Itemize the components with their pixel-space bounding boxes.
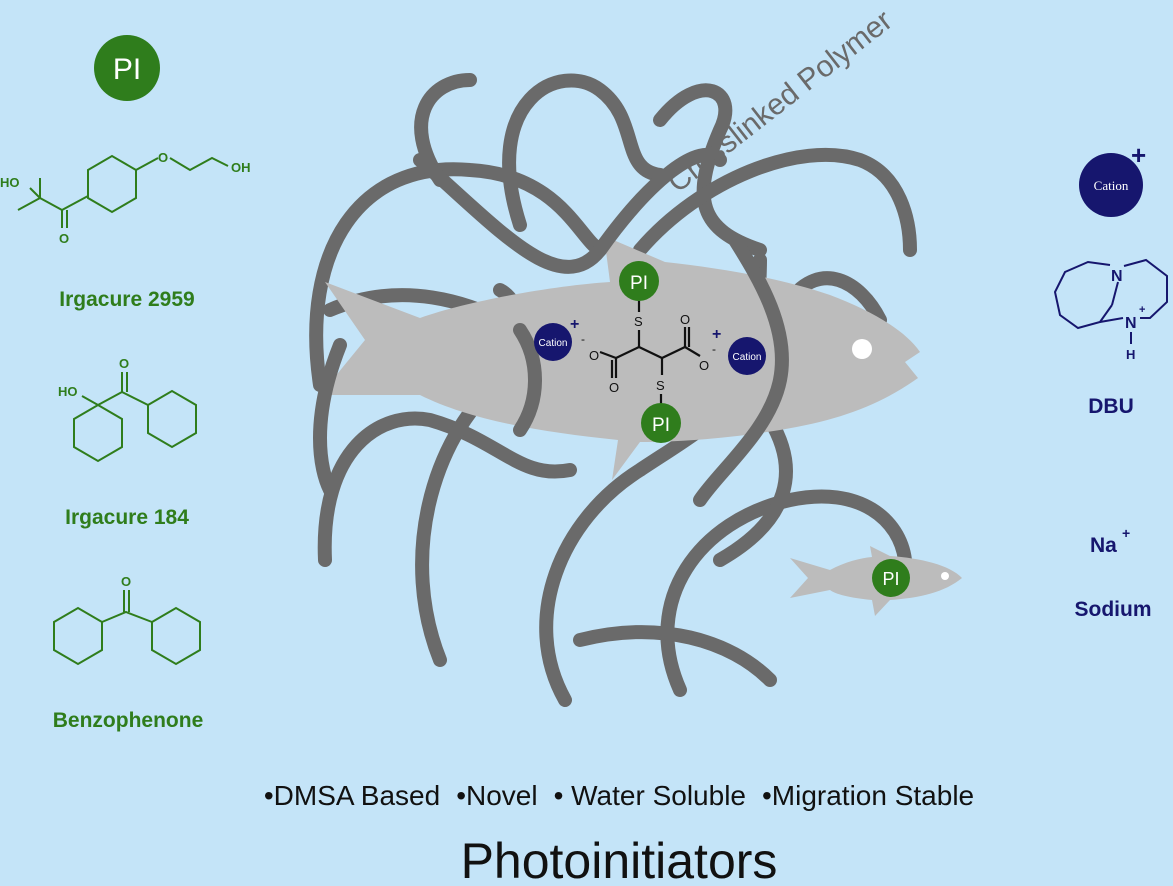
dbu-structure: N N + H <box>1053 258 1168 362</box>
atom-o: O <box>121 574 131 589</box>
bullet-dmsa-based: •DMSA Based <box>264 780 440 811</box>
dmsa-molecule: PI S S O - O O O - PI Cation + Cation + <box>534 261 766 443</box>
atom-s: S <box>656 378 665 393</box>
fish-eye <box>941 572 949 580</box>
pi-badge-label: PI <box>113 53 141 86</box>
benzophenone-structure: O <box>53 574 201 666</box>
polymer-front-strands <box>313 148 789 507</box>
atom-o: O <box>59 231 69 246</box>
compound-label-benzophenone: Benzophenone <box>53 709 204 732</box>
cation-left-label: Cation <box>539 338 568 349</box>
compound-label-irgacure-184: Irgacure 184 <box>65 506 189 529</box>
bullet-migration-stable: •Migration Stable <box>762 780 974 811</box>
charge-plus: + <box>712 326 721 343</box>
cation-badge <box>1079 153 1143 217</box>
atom-n: N <box>1111 268 1123 285</box>
charge-plus: + <box>570 316 579 333</box>
right-panel: Cation + N N + H DBU Na + Sodium <box>1053 140 1168 621</box>
crosslinked-polymer-label: Crosslinked Polymer <box>661 4 898 199</box>
small-fish-pi-circle <box>872 559 910 597</box>
irgacure-184-structure: HO O <box>58 356 197 463</box>
small-fish: PI <box>790 546 962 616</box>
cation-left <box>534 323 572 361</box>
pi-bottom-circle <box>641 403 681 443</box>
cation-right <box>728 337 766 375</box>
sodium-symbol: Na <box>1090 534 1117 557</box>
atom-h: H <box>1126 347 1135 362</box>
bullet-novel: •Novel <box>456 780 537 811</box>
atom-o: O <box>158 150 168 165</box>
pi-badge <box>94 35 160 101</box>
irgacure-2959-structure: HO O OH O <box>0 150 251 246</box>
cation-badge-label: Cation <box>1094 178 1129 193</box>
pi-top-circle <box>619 261 659 301</box>
charge-minus: - <box>581 332 585 346</box>
small-fish-pi-label: PI <box>882 569 899 589</box>
atom-o: O <box>119 356 129 371</box>
cation-right-label: Cation <box>733 352 762 363</box>
left-panel: PI HO O OH O Irgacure 2959 HO O <box>0 35 251 732</box>
sodium-label: Sodium <box>1075 598 1152 621</box>
fish-eye <box>852 339 872 359</box>
cation-charge: + <box>1131 140 1146 170</box>
atom-o: O <box>680 312 690 327</box>
atom-o: O <box>609 380 619 395</box>
charge-plus: + <box>1139 304 1145 316</box>
atom-o-minus: O <box>589 348 599 363</box>
charge-minus: - <box>712 342 716 356</box>
footer: •DMSA Based •Novel • Water Soluble •Migr… <box>264 780 974 886</box>
atom-oh: OH <box>231 160 251 175</box>
sodium-charge: + <box>1122 525 1130 541</box>
compound-label-irgacure-2959: Irgacure 2959 <box>59 288 194 311</box>
atom-s: S <box>634 314 643 329</box>
pi-bottom-label: PI <box>652 415 670 436</box>
atom-o-minus: O <box>699 358 709 373</box>
dbu-label: DBU <box>1088 395 1134 418</box>
atom-ho: HO <box>58 384 78 399</box>
atom-ho: HO <box>0 175 20 190</box>
pi-top-label: PI <box>630 273 648 294</box>
atom-n: N <box>1125 315 1137 332</box>
bullet-water-soluble: • Water Soluble <box>554 780 746 811</box>
page-title: Photoinitiators <box>461 833 778 886</box>
